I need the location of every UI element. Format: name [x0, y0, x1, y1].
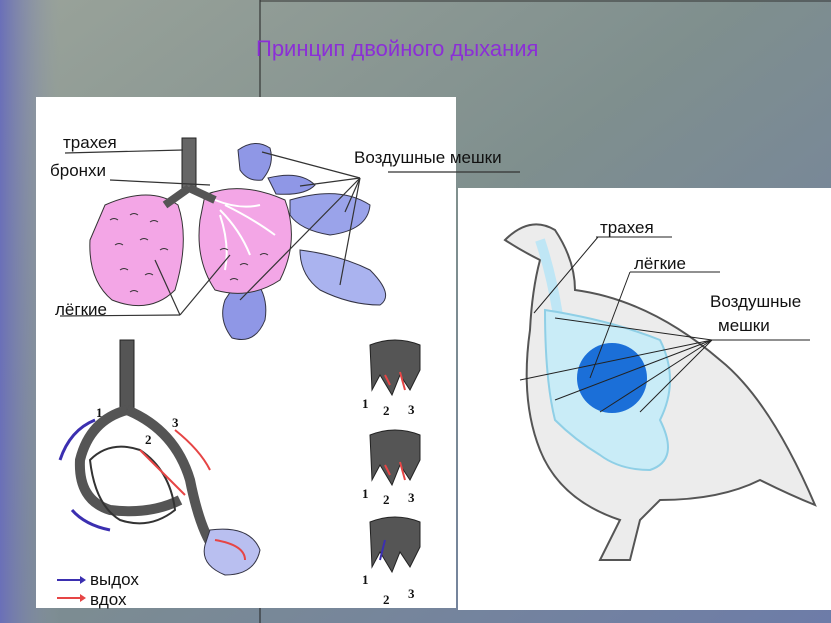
schematic-3-number-3: 3 — [408, 586, 415, 601]
page-title: Принцип двойного дыхания — [256, 36, 539, 61]
label-air-sacs: Воздушные мешки — [354, 148, 502, 167]
schematic-1-number-2: 2 — [383, 403, 390, 418]
right-lung — [198, 188, 292, 294]
legend-inhale: вдох — [90, 590, 127, 609]
schematic-1-number-1: 1 — [362, 396, 369, 411]
schematic-3 — [369, 516, 421, 574]
schematic-2 — [369, 429, 421, 487]
air-sac-right-lower — [299, 249, 387, 306]
scheme-number-3: 3 — [172, 415, 179, 430]
pigeon-label-lungs: лёгкие — [634, 254, 686, 273]
label-lungs: лёгкие — [55, 300, 107, 319]
schematic-3-number-2: 2 — [383, 592, 390, 607]
schematic-2-number-1: 1 — [362, 486, 369, 501]
label-bronchi: бронхи — [50, 161, 107, 180]
schematic-1-number-3: 3 — [408, 402, 415, 417]
pigeon-label-air-sacs-line1: Воздушные — [710, 292, 802, 311]
air-sac-upper-right — [267, 174, 316, 195]
air-sac-right-large — [289, 193, 371, 236]
schematic-1 — [369, 339, 421, 397]
legend-exhale: выдох — [90, 570, 139, 589]
scheme-number-2: 2 — [145, 432, 152, 447]
schematic-3-number-1: 1 — [362, 572, 369, 587]
pigeon-label-trachea: трахея — [600, 218, 654, 237]
scheme-number-1: 1 — [96, 405, 103, 420]
left-lung — [89, 194, 184, 307]
lung-capillaries — [88, 445, 177, 525]
schematic-2-number-2: 2 — [383, 492, 390, 507]
label-trachea: трахея — [63, 133, 117, 152]
pigeon-label-air-sacs-line2: мешки — [718, 316, 770, 335]
schematic-2-number-3: 3 — [408, 490, 415, 505]
